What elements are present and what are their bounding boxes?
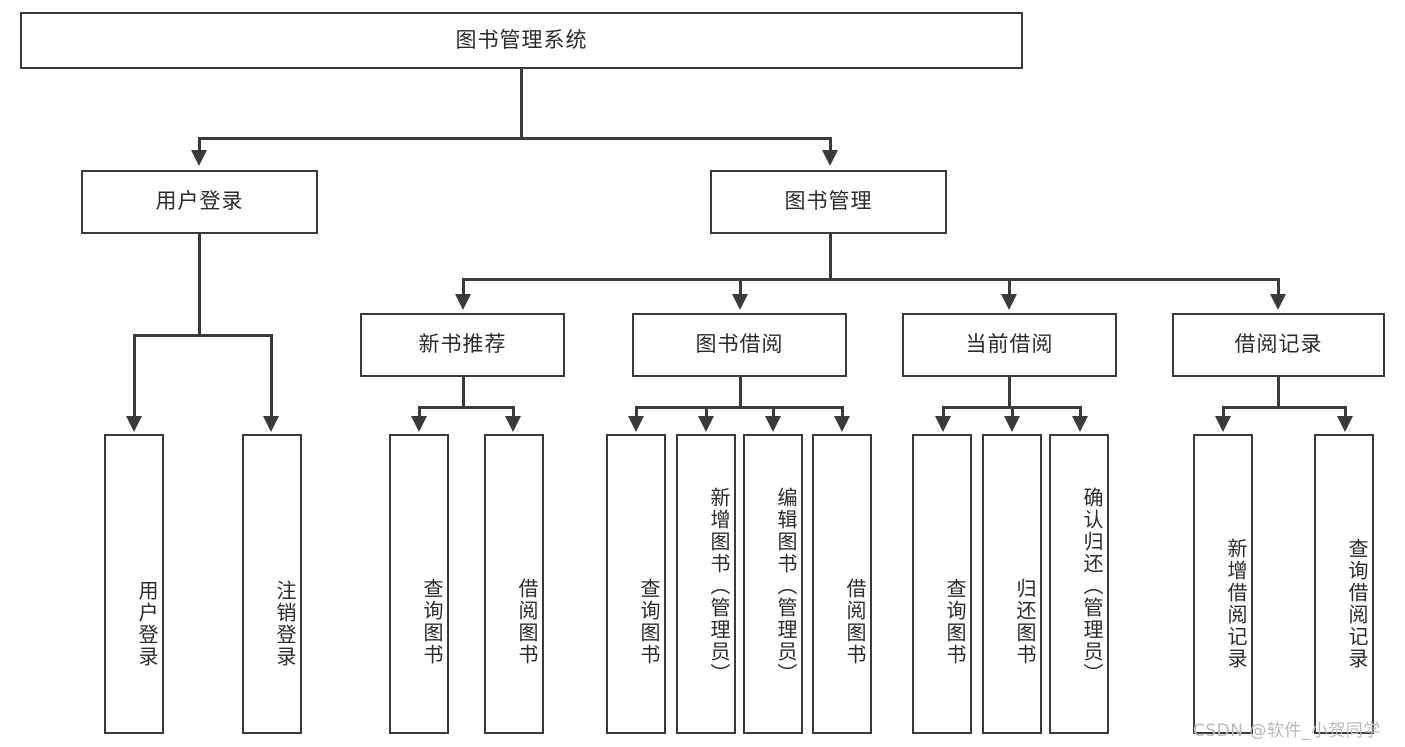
node-label: 图书借阅 <box>695 332 784 357</box>
arrow-borrow-record-leaf-1 <box>1215 416 1231 432</box>
node-label: 查询借阅记录 <box>1345 538 1369 670</box>
leaf-user-login-user-login[interactable]: 用户登录 <box>104 434 164 734</box>
node-book-borrow[interactable]: 图书借阅 <box>632 313 847 377</box>
connector-drop-user-login-leaf-2 <box>270 334 273 419</box>
connector-drop-book-management <box>829 137 832 154</box>
node-label: 新增借阅记录 <box>1224 538 1248 670</box>
connector-current-borrow-stem <box>1008 377 1011 408</box>
connector-drop-user-login-leaf-1 <box>133 334 136 419</box>
connector-drop-book-borrow-leaf-4 <box>841 406 844 419</box>
leaf-book-borrow-borrow-book[interactable]: 借阅图书 <box>812 434 872 734</box>
connector-bus-book-borrow-leaves <box>635 406 843 409</box>
connector-drop-book-borrow-leaf-2 <box>705 406 708 419</box>
leaf-new-book-query-book[interactable]: 查询图书 <box>389 434 449 734</box>
node-label: 图书管理 <box>784 189 873 214</box>
node-borrow-record[interactable]: 借阅记录 <box>1172 313 1385 377</box>
node-label: 图书管理系统 <box>455 27 588 52</box>
connector-book-management-stem <box>829 234 832 280</box>
arrow-book-borrow <box>732 294 748 310</box>
arrow-new-book-recommend <box>455 294 471 310</box>
node-label: 用户登录 <box>155 189 244 214</box>
node-label: 确认归还（管理员） <box>1080 487 1104 685</box>
node-label: 新增图书（管理员） <box>707 487 731 685</box>
arrow-book-borrow-leaf-3 <box>765 416 781 432</box>
leaf-current-borrow-query-book[interactable]: 查询图书 <box>912 434 972 734</box>
connector-bus-level3 <box>462 278 1278 281</box>
node-new-book-recommend[interactable]: 新书推荐 <box>360 313 565 377</box>
connector-borrow-record-stem <box>1277 377 1280 408</box>
leaf-current-borrow-confirm-return-admin[interactable]: 确认归还（管理员） <box>1049 434 1109 734</box>
arrow-book-borrow-leaf-4 <box>834 416 850 432</box>
node-user-login[interactable]: 用户登录 <box>81 170 318 234</box>
node-label: 查询图书 <box>943 578 967 666</box>
csdn-watermark: CSDN @软件_小贺同学 <box>1193 721 1381 741</box>
node-book-management[interactable]: 图书管理 <box>710 170 947 234</box>
arrow-new-book-leaf-1 <box>411 416 427 432</box>
arrow-borrow-record-leaf-2 <box>1337 416 1353 432</box>
arrow-current-borrow <box>1001 294 1017 310</box>
connector-bus-user-login-leaves <box>133 334 272 337</box>
connector-drop-book-borrow-leaf-1 <box>635 406 638 419</box>
connector-drop-borrow-record <box>1277 278 1280 298</box>
node-root-book-management-system[interactable]: 图书管理系统 <box>20 12 1023 69</box>
node-label: 借阅记录 <box>1234 332 1323 357</box>
connector-book-borrow-stem <box>739 377 742 408</box>
node-label: 当前借阅 <box>965 332 1054 357</box>
arrow-book-management <box>822 150 838 166</box>
connector-user-login-stem <box>198 234 201 336</box>
connector-drop-new-book-leaf-2 <box>512 406 515 419</box>
node-label: 归还图书 <box>1013 578 1037 666</box>
arrow-current-borrow-leaf-3 <box>1072 416 1088 432</box>
arrow-current-borrow-leaf-2 <box>1004 416 1020 432</box>
connector-bus-level2 <box>198 137 831 140</box>
arrow-user-login <box>191 150 207 166</box>
arrow-user-login-leaf-1 <box>126 416 142 432</box>
arrow-current-borrow-leaf-1 <box>935 416 951 432</box>
connector-bus-borrow-record-leaves <box>1222 406 1346 409</box>
node-label: 借阅图书 <box>515 578 539 666</box>
arrow-book-borrow-leaf-2 <box>698 416 714 432</box>
leaf-book-borrow-edit-book-admin[interactable]: 编辑图书（管理员） <box>743 434 803 734</box>
connector-drop-new-book-leaf-1 <box>418 406 421 419</box>
node-current-borrow[interactable]: 当前借阅 <box>902 313 1117 377</box>
node-label: 用户登录 <box>135 580 159 668</box>
connector-drop-borrow-record-leaf-1 <box>1222 406 1225 419</box>
connector-drop-current-borrow <box>1008 278 1011 298</box>
connector-drop-current-borrow-leaf-3 <box>1079 406 1082 419</box>
connector-drop-borrow-record-leaf-2 <box>1344 406 1347 419</box>
leaf-borrow-record-query-record[interactable]: 查询借阅记录 <box>1314 434 1374 734</box>
leaf-current-borrow-return-book[interactable]: 归还图书 <box>982 434 1042 734</box>
connector-drop-user-login <box>198 137 201 154</box>
leaf-book-borrow-query-book[interactable]: 查询图书 <box>606 434 666 734</box>
connector-drop-new-book <box>462 278 465 298</box>
connector-root-stem <box>520 69 523 139</box>
arrow-borrow-record <box>1270 294 1286 310</box>
leaf-new-book-borrow-book[interactable]: 借阅图书 <box>484 434 544 734</box>
connector-drop-book-borrow-leaf-3 <box>772 406 775 419</box>
leaf-borrow-record-add-record[interactable]: 新增借阅记录 <box>1193 434 1253 734</box>
connector-bus-new-book-leaves <box>418 406 514 409</box>
connector-drop-current-borrow-leaf-1 <box>942 406 945 419</box>
arrow-user-login-leaf-2 <box>263 416 279 432</box>
node-label: 注销登录 <box>273 580 297 668</box>
node-label: 编辑图书（管理员） <box>774 487 798 685</box>
connector-drop-current-borrow-leaf-2 <box>1011 406 1014 419</box>
node-label: 查询图书 <box>420 578 444 666</box>
leaf-user-login-logout[interactable]: 注销登录 <box>242 434 302 734</box>
arrow-book-borrow-leaf-1 <box>628 416 644 432</box>
leaf-book-borrow-add-book-admin[interactable]: 新增图书（管理员） <box>676 434 736 734</box>
node-label: 查询图书 <box>637 578 661 666</box>
connector-drop-book-borrow <box>739 278 742 298</box>
node-label: 新书推荐 <box>418 332 507 357</box>
connector-new-book-stem <box>462 377 465 408</box>
node-label: 借阅图书 <box>843 578 867 666</box>
arrow-new-book-leaf-2 <box>505 416 521 432</box>
